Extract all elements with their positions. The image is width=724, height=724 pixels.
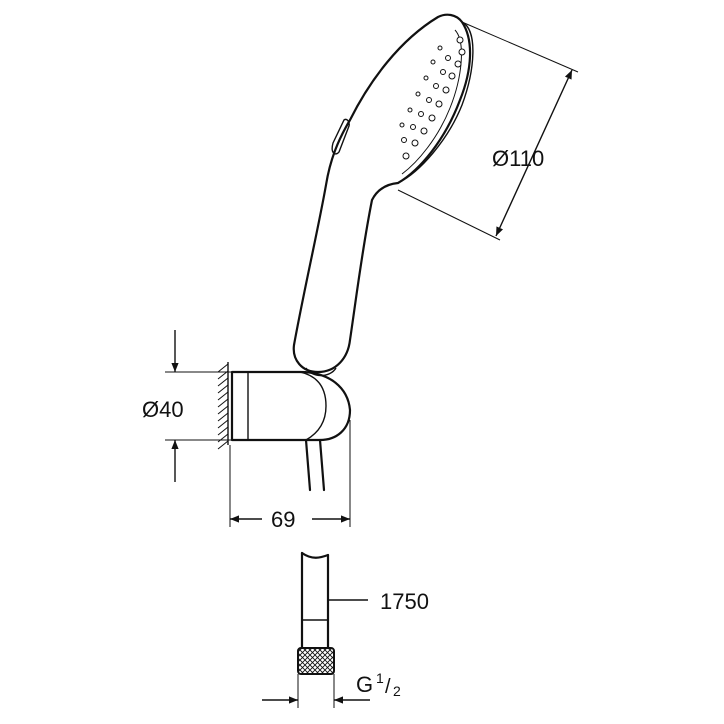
wall-hatch-stroke — [217, 391, 229, 401]
head-diameter-label: Ø110 — [492, 146, 544, 171]
spray-switch — [331, 118, 350, 155]
holder-body — [230, 370, 352, 442]
thread-label: G — [356, 672, 373, 697]
hose-end — [297, 551, 335, 675]
hand-shower-outline — [292, 13, 472, 374]
wall-hatch-stroke — [217, 377, 229, 387]
wall-hatch-stroke — [217, 433, 229, 443]
hose-cut-top — [300, 551, 330, 559]
wall-hatch-stroke — [217, 384, 229, 394]
wall-hatch-stroke — [217, 398, 229, 408]
hose-ferrule — [302, 619, 328, 649]
thread-slash: / — [385, 676, 391, 698]
dim-holder-depth: 69 — [229, 420, 351, 532]
dim-hose-length: 1750 — [328, 589, 429, 614]
hose-right-edge — [318, 438, 326, 492]
hose-left-edge — [304, 438, 312, 492]
wall-holder — [217, 362, 352, 492]
thread-letter: G — [356, 672, 373, 697]
thread-numerator: 1 — [376, 670, 384, 686]
dim-thread: G 1 / 2 — [262, 670, 401, 708]
wall-hatching — [217, 363, 229, 450]
wall-hatch-stroke — [217, 419, 229, 429]
thread-denominator: 2 — [393, 683, 401, 699]
holder-collar — [299, 371, 327, 441]
wall-hatch-stroke — [217, 426, 229, 436]
holder-diameter-label: Ø40 — [142, 397, 184, 422]
wall-hatch-stroke — [217, 412, 229, 422]
wall-hatch-stroke — [217, 440, 229, 450]
hose-nut — [297, 647, 335, 675]
dim-holder-diameter: Ø40 — [142, 330, 232, 482]
holder-depth-label: 69 — [271, 507, 295, 532]
wall-hatch-stroke — [217, 363, 229, 373]
spray-face — [397, 21, 474, 184]
wall-hatch-stroke — [217, 405, 229, 415]
spray-nozzles — [399, 36, 466, 160]
hose-length-label: 1750 — [380, 589, 429, 614]
hand-shower — [292, 13, 474, 377]
spray-face-inner — [401, 29, 462, 175]
dim-head-diameter: Ø110 — [397, 21, 579, 241]
